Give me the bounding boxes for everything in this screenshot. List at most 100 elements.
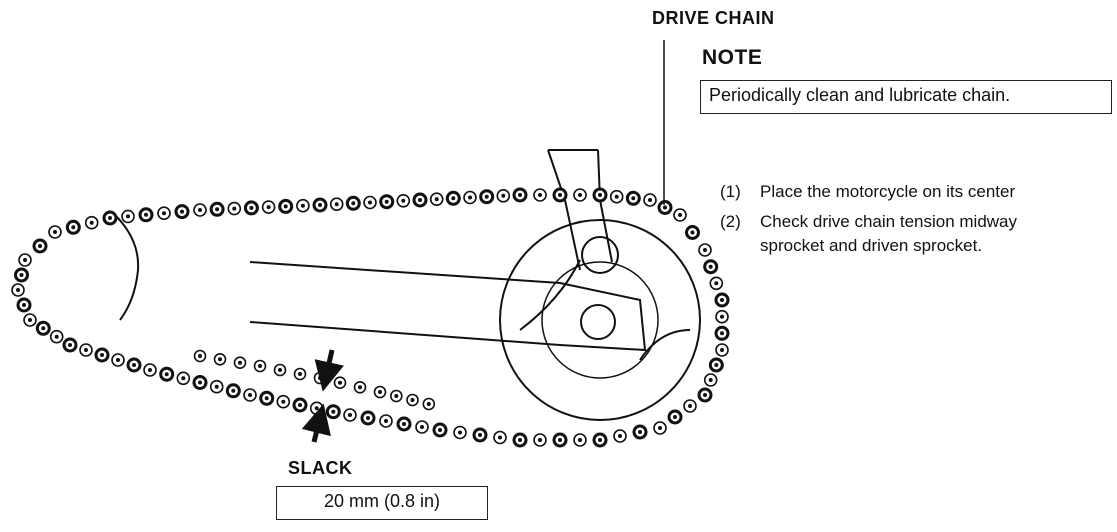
chain-pin — [71, 225, 76, 230]
chain-pin — [100, 353, 104, 357]
step-text-continued: sprocket and driven sprocket. — [760, 236, 983, 255]
chain-pin — [298, 403, 302, 407]
chain-pin — [281, 399, 286, 404]
chain-pin — [314, 406, 319, 411]
chain-pin — [714, 363, 719, 367]
step-number: (1) — [720, 182, 741, 201]
slack-label: SLACK — [288, 458, 353, 478]
chain-pin — [648, 198, 652, 202]
chain-pin — [384, 419, 388, 423]
chain-pin — [278, 368, 282, 372]
chain-pin — [368, 200, 372, 205]
chain-pin — [331, 409, 336, 414]
chain-pin — [198, 354, 202, 358]
chain-pin — [258, 364, 262, 368]
chain-pin — [148, 368, 152, 372]
chain-pin — [338, 380, 342, 385]
chain-pin — [351, 201, 356, 206]
chain-pin — [214, 384, 219, 389]
chain-pin — [180, 209, 184, 214]
chain-pin — [366, 416, 370, 420]
chain-pin — [28, 318, 32, 322]
swing-arm — [249, 149, 647, 352]
chain-pin — [614, 194, 619, 199]
slack-value-box: 20 mm (0.8 in) — [276, 486, 488, 520]
chain-pin — [538, 438, 542, 442]
chain-pin — [501, 193, 506, 198]
chain-pin — [348, 413, 352, 417]
chain-pin — [144, 212, 148, 217]
chain-pin — [458, 430, 462, 435]
chain-pin — [663, 205, 667, 210]
chain-pin — [300, 203, 305, 208]
step-1: (1) Place the motorcycle on its center — [720, 180, 1015, 204]
chain-pin — [162, 211, 166, 216]
chain-pin — [358, 385, 362, 390]
chain-pin — [232, 206, 237, 211]
chain-pin — [394, 394, 399, 398]
chain-pin — [198, 380, 202, 385]
chain-pin — [690, 230, 695, 235]
chain-pin — [249, 205, 254, 210]
chain-pin — [498, 435, 502, 440]
chain-pin — [720, 314, 724, 319]
chain-pin — [538, 193, 542, 197]
chain-pin — [478, 433, 482, 437]
chain-pin — [678, 213, 682, 217]
chain-pin — [23, 258, 27, 262]
chain-pin — [116, 358, 120, 362]
rear-sprocket — [499, 219, 701, 421]
chain-pin — [438, 428, 442, 432]
chain-pin — [218, 357, 222, 362]
note-text: Periodically clean and lubricate chain. — [709, 85, 1011, 105]
chain-pin — [318, 203, 322, 207]
chain-pin — [720, 298, 724, 302]
chain-pin — [703, 393, 707, 397]
chain-pin — [215, 207, 220, 212]
chain-pin — [16, 288, 20, 292]
chain-pin — [248, 393, 252, 397]
step-text: Place the motorcycle on its center — [760, 182, 1016, 201]
note-box: Periodically clean and lubricate chain. — [700, 80, 1112, 114]
chain-pin — [38, 244, 42, 248]
chain-pin — [418, 198, 422, 202]
chain-pin — [451, 196, 456, 201]
chain-pin — [518, 438, 522, 442]
chain-pin — [426, 402, 431, 406]
step-number: (2) — [720, 212, 741, 231]
slack-value: 20 mm (0.8 in) — [323, 491, 441, 511]
chain-links — [11, 187, 730, 448]
chain-pin — [618, 434, 622, 438]
chain-pin — [22, 303, 26, 307]
chain-pin — [238, 360, 242, 365]
chain-pin — [164, 372, 169, 377]
chain-pin — [558, 438, 562, 442]
chain-pin — [720, 348, 724, 352]
chain-pin — [334, 202, 339, 207]
step-2: (2) Check drive chain tension midway spro… — [720, 210, 1017, 258]
chain-pin — [598, 438, 602, 442]
step-text: Check drive chain tension midway — [760, 212, 1018, 231]
chain-pin — [84, 348, 88, 352]
chain-pin — [264, 396, 269, 401]
chain-pin — [434, 197, 439, 202]
front-sprocket — [114, 214, 140, 321]
chain-pin — [720, 331, 724, 336]
chain-pin — [126, 214, 130, 219]
chain-pin — [703, 248, 707, 252]
chain-pin — [54, 334, 59, 339]
chain-pin — [318, 376, 322, 380]
chain-pin — [108, 216, 112, 220]
chain-pin — [266, 205, 271, 210]
chain-pin — [41, 326, 46, 331]
chain-pin — [89, 220, 94, 225]
chain-pin — [181, 376, 186, 381]
chain-pin — [708, 264, 713, 269]
chain-pin — [283, 204, 288, 209]
chain-pin — [402, 422, 406, 426]
slack-arrows — [301, 349, 344, 443]
chain-pin — [578, 193, 582, 197]
chain-pin — [708, 378, 713, 382]
chain-pin — [401, 198, 406, 203]
